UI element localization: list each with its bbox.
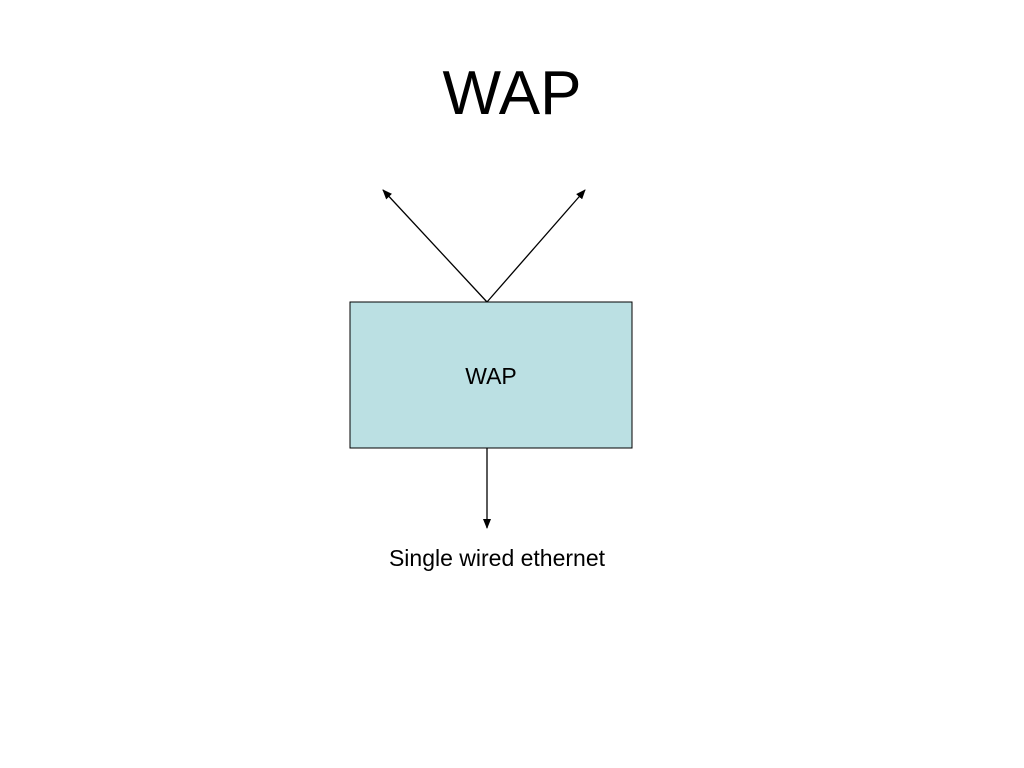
wap-box (349, 301, 633, 449)
ethernet-label: Single wired ethernet (389, 545, 606, 571)
antenna-right-arrow (486, 189, 586, 303)
slide-title: WAP (442, 59, 582, 128)
antenna-left-arrow (382, 189, 488, 303)
wap-box-label: WAP (465, 363, 517, 389)
